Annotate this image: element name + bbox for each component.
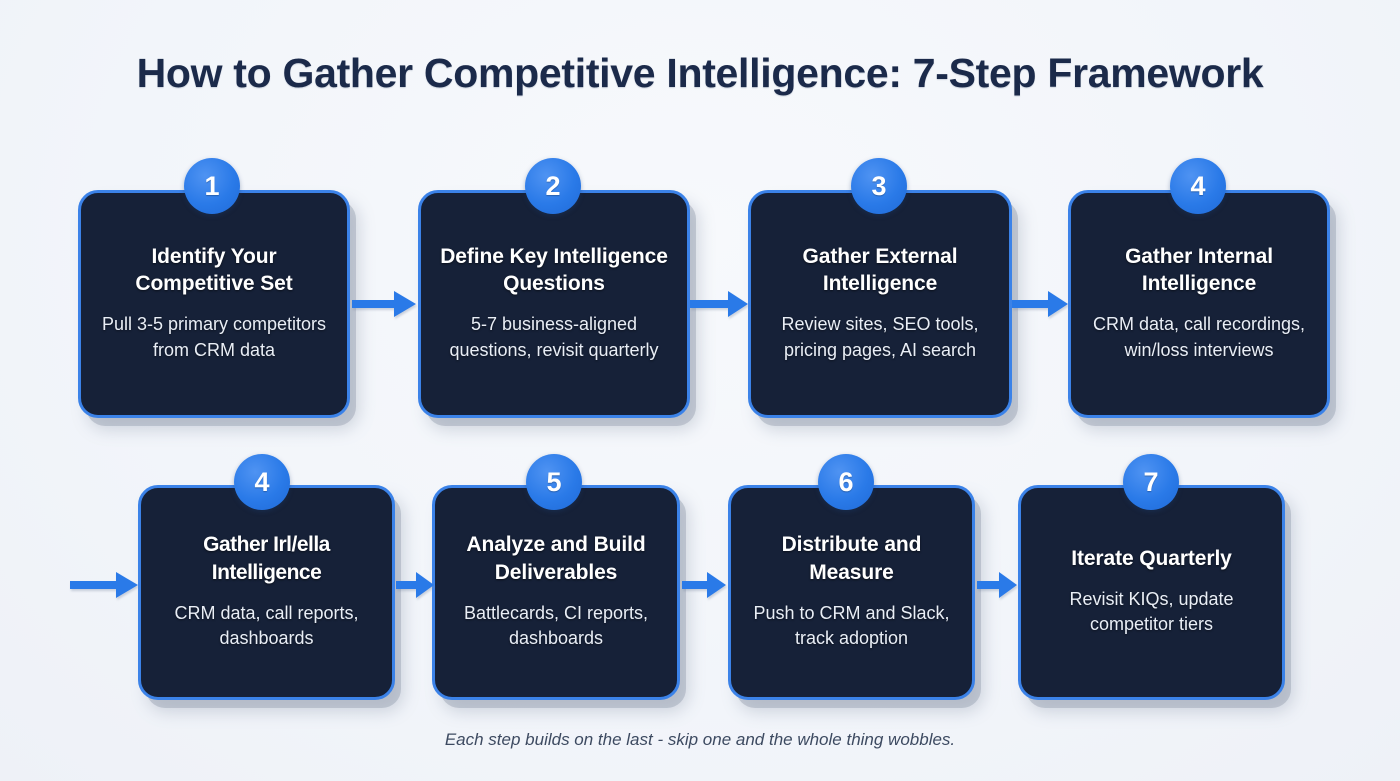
step-badge-4: 4 <box>1170 158 1226 214</box>
step-badge-5: 4 <box>234 454 290 510</box>
step-card-title: Define Key Intelligence Questions <box>440 244 668 296</box>
arrow-connector-6-7 <box>682 572 726 598</box>
step-card-title: Iterate Quarterly <box>1071 546 1232 570</box>
step-card-3[interactable]: Gather External Intelligence Review site… <box>748 190 1012 418</box>
step-card-description: Battlecards, CI reports, dashboards <box>463 602 649 649</box>
arrow-connector-2-3 <box>690 291 748 317</box>
step-badge-8: 7 <box>1123 454 1179 510</box>
step-card-title: Gather Internal Intelligence <box>1125 244 1273 296</box>
step-card-title: Gather External Intelligence <box>802 244 958 296</box>
step-badge-7: 6 <box>818 454 874 510</box>
step-card-6[interactable]: Analyze and Build Deliverables Battlecar… <box>432 485 680 700</box>
arrow-connector-3-4 <box>1012 291 1068 317</box>
step-card-1[interactable]: Identify Your Competitive Set Pull 3-5 p… <box>78 190 350 418</box>
step-card-title: Analyze and Build Deliverables <box>466 533 646 584</box>
step-card-title: Gather Irl/ella Intelligence <box>203 533 330 584</box>
step-card-description: Revisit KIQs, update competitor tiers <box>1069 588 1234 635</box>
step-badge-1: 1 <box>184 158 240 214</box>
step-card-8[interactable]: Iterate Quarterly Revisit KIQs, update c… <box>1018 485 1285 700</box>
page-title: How to Gather Competitive Intelligence: … <box>136 50 1264 96</box>
step-card-2[interactable]: Define Key Intelligence Questions 5-7 bu… <box>418 190 690 418</box>
step-card-description: CRM data, call recordings, win/loss inte… <box>1092 314 1306 360</box>
arrow-connector-5-6 <box>396 572 434 598</box>
step-card-7[interactable]: Distribute and Measure Push to CRM and S… <box>728 485 975 700</box>
step-card-description: Review sites, SEO tools, pricing pages, … <box>781 314 979 360</box>
step-card-5[interactable]: Gather Irl/ella Intelligence CRM data, c… <box>138 485 395 700</box>
step-card-title: Identify Your Competitive Set <box>135 244 293 296</box>
arrow-connector-7-8 <box>977 572 1017 598</box>
step-card-description: Push to CRM and Slack, track adoption <box>753 602 950 649</box>
step-card-description: CRM data, call reports, dashboards <box>174 602 359 649</box>
step-badge-3: 3 <box>851 158 907 214</box>
step-card-description: Pull 3-5 primary competitors from CRM da… <box>101 314 327 360</box>
step-badge-2: 2 <box>525 158 581 214</box>
arrow-connector-1-2 <box>352 291 416 317</box>
step-card-4[interactable]: Gather Internal Intelligence CRM data, c… <box>1068 190 1330 418</box>
step-card-description: 5-7 business-aligned questions, revisit … <box>449 314 659 360</box>
step-badge-6: 5 <box>526 454 582 510</box>
step-card-title: Distribute and Measure <box>781 533 922 584</box>
arrow-connector-row-wrap <box>70 572 138 598</box>
footer-caption: Each step builds on the last - skip one … <box>444 730 956 749</box>
